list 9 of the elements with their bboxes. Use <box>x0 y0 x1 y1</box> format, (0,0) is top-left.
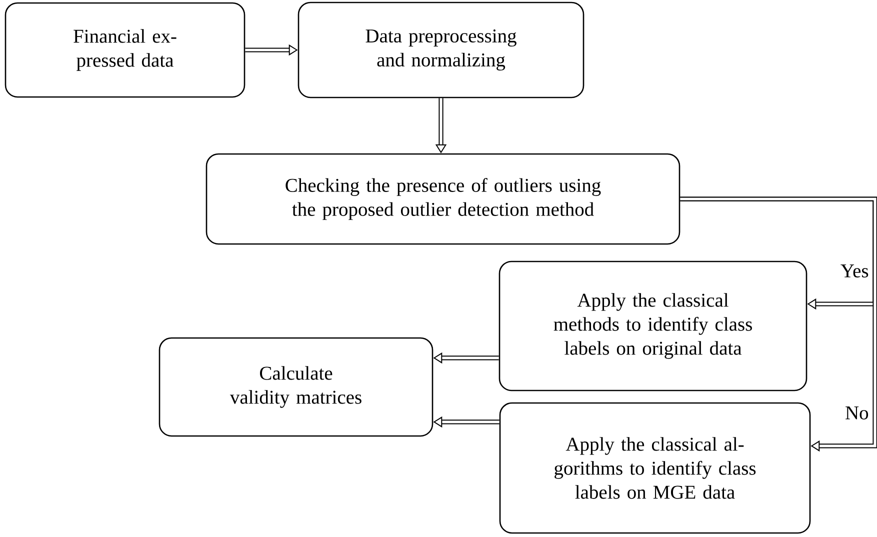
arrow <box>680 196 877 452</box>
process-box: Calculate validity matrices <box>158 337 434 437</box>
edge-label: No <box>846 406 868 420</box>
process-box: Apply the classical methods to identify class labels on original data <box>498 260 808 392</box>
process-box: Checking the presence of outliers using the proposed outlier detection method <box>206 153 680 245</box>
process-box: Apply the classical al- gorithms to identify class labels on MGE data <box>499 402 811 534</box>
process-box: Financial ex- pressed data <box>4 2 246 98</box>
process-box: Data preprocessing and normalizing <box>298 2 584 98</box>
edge-label: Yes <box>840 264 868 278</box>
